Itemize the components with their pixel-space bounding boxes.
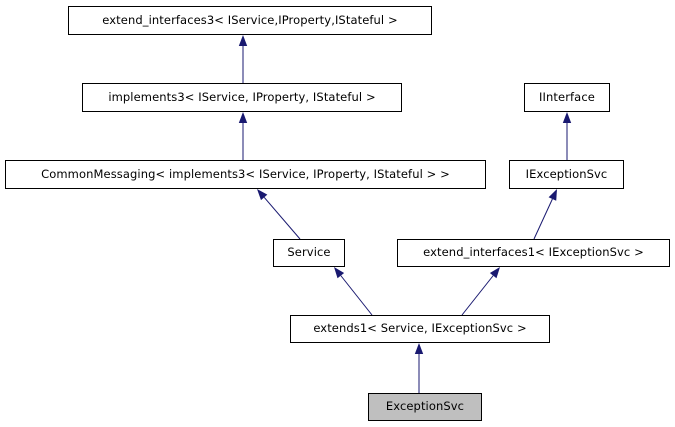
class-node-extend_interfaces1[interactable]: extend_interfaces1< IExceptionSvc >	[397, 239, 670, 267]
edge-line	[263, 197, 301, 240]
inheritance-edge-extend_interfaces1-to-iexceptionsvc	[533, 189, 557, 240]
class-node-label: extend_interfaces3< IService,IProperty,I…	[102, 12, 398, 27]
edge-line	[461, 275, 494, 316]
class-node-implements3[interactable]: implements3< IService, IProperty, IState…	[82, 83, 402, 112]
class-node-extends1[interactable]: extends1< Service, IExceptionSvc >	[290, 315, 550, 343]
class-node-iinterface[interactable]: IInterface	[524, 83, 610, 112]
inheritance-edge-commonmessaging-to-implements3	[238, 112, 248, 160]
class-node-label: IInterface	[539, 89, 595, 104]
edge-arrowhead-icon	[489, 267, 500, 279]
inheritance-edge-exceptionsvc-to-extends1	[414, 343, 424, 393]
class-node-label: IExceptionSvc	[525, 166, 608, 181]
inheritance-edge-extends1-to-service	[334, 267, 373, 316]
edge-line	[533, 198, 553, 240]
inheritance-edge-extends1-to-extend_interfaces1	[461, 267, 500, 316]
edge-arrowhead-icon	[562, 112, 572, 123]
class-node-extend_interfaces3[interactable]: extend_interfaces3< IService,IProperty,I…	[68, 6, 432, 35]
class-node-label: extends1< Service, IExceptionSvc >	[313, 321, 527, 336]
class-node-label: Service	[287, 245, 331, 260]
inheritance-edge-iexceptionsvc-to-iinterface	[562, 112, 572, 160]
class-node-label: ExceptionSvc	[385, 399, 465, 414]
class-node-label: implements3< IService, IProperty, IState…	[108, 89, 376, 104]
class-node-label: extend_interfaces1< IExceptionSvc >	[423, 245, 644, 260]
edge-arrowhead-icon	[257, 189, 268, 201]
edge-arrowhead-icon	[238, 112, 248, 123]
class-node-label: CommonMessaging< implements3< IService, …	[41, 166, 450, 181]
edge-arrowhead-icon	[548, 189, 557, 201]
inheritance-edge-service-to-commonmessaging	[257, 189, 301, 240]
class-node-exceptionsvc[interactable]: ExceptionSvc	[368, 393, 482, 421]
edge-arrowhead-icon	[334, 267, 345, 279]
class-node-iexceptionsvc[interactable]: IExceptionSvc	[509, 160, 624, 189]
class-node-commonmessaging[interactable]: CommonMessaging< implements3< IService, …	[5, 160, 486, 189]
edge-arrowhead-icon	[238, 35, 248, 46]
inheritance-edge-implements3-to-extend_interfaces3	[238, 35, 248, 83]
edge-arrowhead-icon	[414, 343, 424, 354]
class-node-service[interactable]: Service	[273, 239, 345, 267]
edge-line	[340, 275, 373, 316]
